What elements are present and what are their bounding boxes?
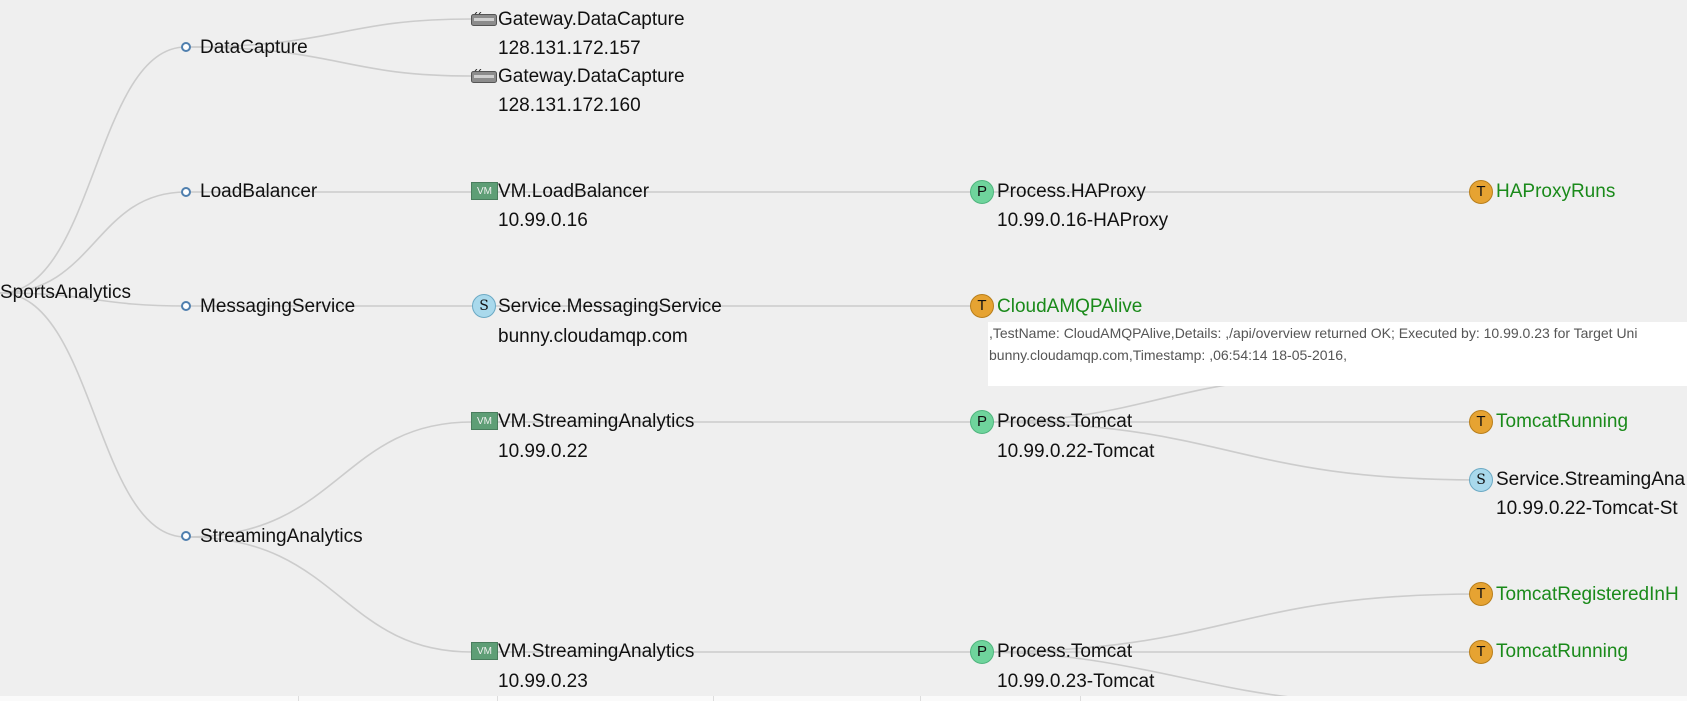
- test-label[interactable]: CloudAMQPAlive: [997, 296, 1143, 317]
- divider: [1080, 696, 1081, 701]
- divider: [713, 696, 714, 701]
- service-address: 10.99.0.22-Tomcat-St: [1496, 498, 1678, 519]
- host-address: bunny.cloudamqp.com: [498, 326, 688, 347]
- host-label[interactable]: VM.StreamingAnalytics: [498, 411, 695, 432]
- service-icon[interactable]: S: [1469, 468, 1493, 492]
- host-label[interactable]: Gateway.DataCapture: [498, 9, 685, 30]
- gateway-icon[interactable]: [471, 69, 497, 83]
- divider: [920, 696, 921, 701]
- category-node-icon[interactable]: [181, 187, 191, 197]
- category-node-icon[interactable]: [181, 42, 191, 52]
- category-streaminganalytics[interactable]: StreamingAnalytics: [200, 526, 363, 547]
- vm-icon[interactable]: VM: [471, 642, 498, 660]
- gateway-icon[interactable]: [471, 12, 497, 26]
- process-address: 10.99.0.23-Tomcat: [997, 671, 1155, 692]
- link-tomcat23-registered: [981, 593, 1481, 653]
- process-icon[interactable]: P: [970, 640, 994, 664]
- test-icon[interactable]: T: [1469, 582, 1493, 606]
- process-icon[interactable]: P: [970, 180, 994, 204]
- process-address: 10.99.0.22-Tomcat: [997, 441, 1155, 462]
- host-address: 10.99.0.16: [498, 210, 588, 231]
- test-label[interactable]: TomcatRunning: [1496, 641, 1629, 662]
- host-label[interactable]: Gateway.DataCapture: [498, 66, 685, 87]
- process-label[interactable]: Process.Tomcat: [997, 411, 1133, 432]
- host-label[interactable]: VM.StreamingAnalytics: [498, 641, 695, 662]
- root-label[interactable]: SportsAnalytics: [0, 282, 131, 303]
- link-root-loadbalancer: [0, 191, 187, 294]
- host-address: 10.99.0.23: [498, 671, 588, 692]
- service-label[interactable]: Service.StreamingAna: [1496, 469, 1686, 490]
- host-label[interactable]: VM.LoadBalancer: [498, 181, 650, 202]
- link-tomcat22-service: [981, 421, 1481, 481]
- test-icon[interactable]: T: [1469, 640, 1493, 664]
- bottom-panel-edge: [0, 696, 1687, 701]
- tooltip-line-2: bunny.cloudamqp.com,Timestamp: ,06:54:14…: [989, 347, 1347, 363]
- link-datacapture-gw2: [185, 46, 473, 77]
- process-icon[interactable]: P: [970, 410, 994, 434]
- link-root-streaming: [0, 292, 187, 538]
- host-address: 128.131.172.157: [498, 38, 641, 59]
- link-tomcat23-down: [981, 651, 1311, 700]
- link-root-datacapture: [0, 46, 187, 294]
- test-details-tooltip: ,TestName: CloudAMQPAlive,Details: ,/api…: [988, 322, 1687, 386]
- host-label[interactable]: Service.MessagingService: [498, 296, 722, 317]
- category-loadbalancer[interactable]: LoadBalancer: [200, 181, 318, 202]
- process-label[interactable]: Process.Tomcat: [997, 641, 1133, 662]
- link-datacapture-gw1: [185, 18, 473, 48]
- tooltip-line-1: ,TestName: CloudAMQPAlive,Details: ,/api…: [989, 325, 1638, 341]
- service-icon[interactable]: S: [472, 294, 496, 318]
- host-address: 128.131.172.160: [498, 95, 641, 116]
- test-label[interactable]: TomcatRegisteredInH: [1496, 584, 1679, 605]
- link-streaming-vm22: [185, 421, 473, 538]
- category-datacapture[interactable]: DataCapture: [200, 37, 308, 58]
- test-icon[interactable]: T: [970, 294, 994, 318]
- link-root-messaging: [0, 292, 187, 307]
- divider: [497, 696, 498, 701]
- test-icon[interactable]: T: [1469, 180, 1493, 204]
- test-label[interactable]: TomcatRunning: [1496, 411, 1629, 432]
- test-icon[interactable]: T: [1469, 410, 1493, 434]
- process-label[interactable]: Process.HAProxy: [997, 181, 1146, 202]
- vm-icon[interactable]: VM: [471, 412, 498, 430]
- host-address: 10.99.0.22: [498, 441, 588, 462]
- divider: [298, 696, 299, 701]
- test-label[interactable]: HAProxyRuns: [1496, 181, 1616, 202]
- link-streaming-vm23: [185, 536, 473, 653]
- vm-icon[interactable]: VM: [471, 182, 498, 200]
- category-node-icon[interactable]: [181, 531, 191, 541]
- category-node-icon[interactable]: [181, 301, 191, 311]
- category-messagingservice[interactable]: MessagingService: [200, 296, 356, 317]
- process-address: 10.99.0.16-HAProxy: [997, 210, 1169, 231]
